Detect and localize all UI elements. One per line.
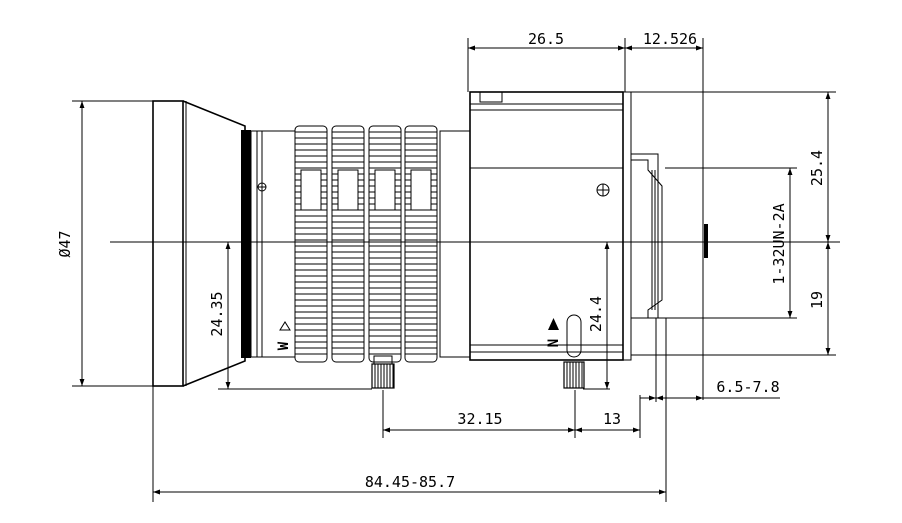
back-focus-label: 6.5-7.8 <box>716 378 779 396</box>
lens-body <box>469 91 632 361</box>
total-length-label: 84.45-85.7 <box>365 473 455 491</box>
ring-2[interactable] <box>331 125 365 363</box>
ring-1[interactable] <box>294 125 328 363</box>
mount-upper-label: 25.4 <box>808 150 826 186</box>
diameter-front-label: Ø47 <box>56 230 74 257</box>
near-marker-triangle-icon <box>548 318 559 330</box>
thread-spec-label: 1-32UN-2A <box>770 203 788 284</box>
dimension-arrows <box>79 45 831 495</box>
mount-lower-label: 19 <box>808 291 826 309</box>
ring-3[interactable] <box>368 125 402 363</box>
screw-height-label: 24.4 <box>587 296 605 332</box>
ring-height-label: 24.35 <box>208 291 226 336</box>
focus-screw-icon[interactable] <box>371 355 395 389</box>
control-rings <box>294 125 438 363</box>
wide-mark-letter: W <box>276 341 292 350</box>
dimension-labels: Ø47 84.45-85.7 26.5 12.526 25.4 19 1-32U… <box>56 30 826 491</box>
wide-marker-triangle-icon <box>279 321 291 331</box>
mount-flange <box>630 153 708 319</box>
extension-lines <box>72 38 836 502</box>
near-mark-letter: N <box>546 339 562 347</box>
screw-to-mount-label: 13 <box>603 410 621 428</box>
iris-screw[interactable] <box>563 314 585 389</box>
flange-offset-label: 12.526 <box>643 30 697 48</box>
screw-spacing-label: 32.15 <box>457 410 502 428</box>
near-marking: N <box>546 318 562 347</box>
lens-barrel <box>250 130 471 358</box>
ring-4[interactable] <box>404 125 438 363</box>
front-hood <box>152 100 251 387</box>
wide-marking: W <box>276 321 292 350</box>
body-length-label: 26.5 <box>528 30 564 48</box>
